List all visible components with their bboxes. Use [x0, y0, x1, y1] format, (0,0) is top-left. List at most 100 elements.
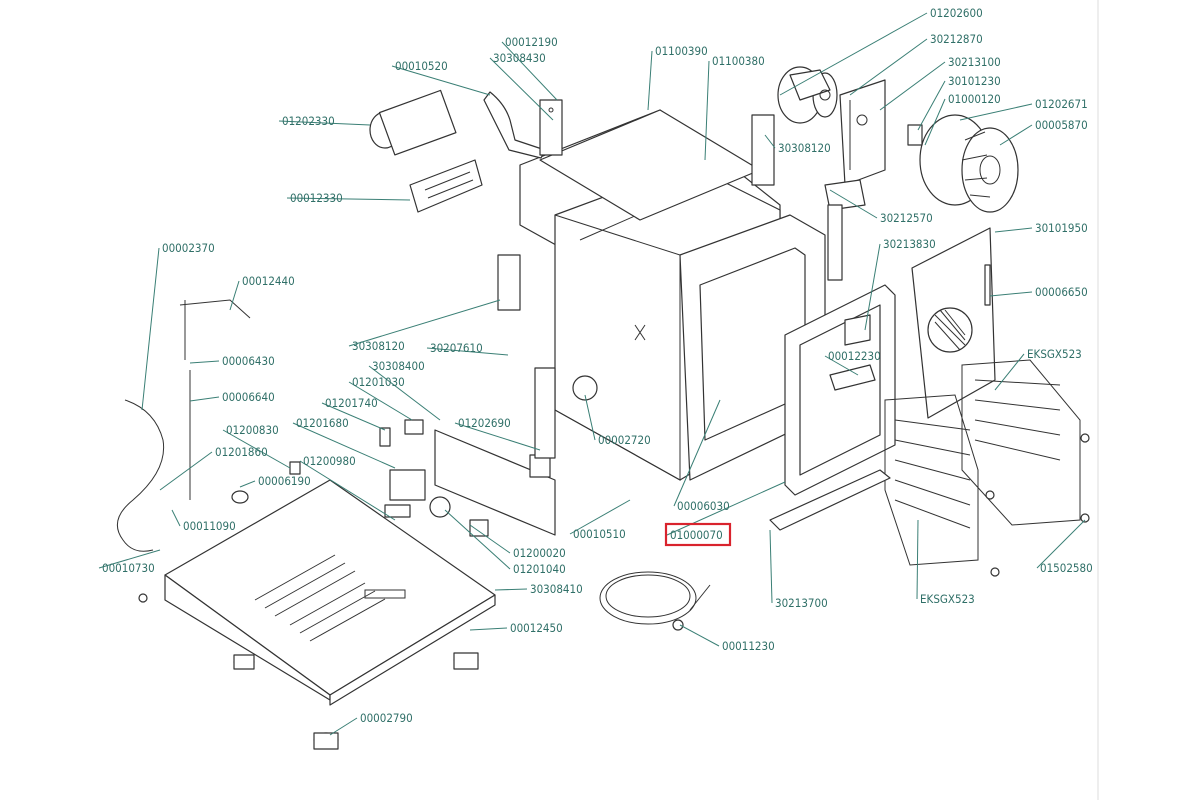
label-00010520: 00010520 [395, 59, 448, 73]
label-30101950: 30101950 [1035, 221, 1088, 235]
leader-line [391, 65, 491, 96]
leader-line [1036, 519, 1086, 569]
label-01100380: 01100380 [712, 54, 765, 68]
leader-line [348, 381, 413, 421]
label-00010510: 00010510 [573, 527, 626, 541]
leader-line [426, 347, 509, 356]
label-01100390: 01100390 [655, 44, 708, 58]
label-30213100: 30213100 [948, 55, 1001, 69]
filter-slats [424, 171, 474, 199]
leader-line [673, 399, 721, 507]
leader-line [769, 529, 773, 604]
hose-coil [599, 571, 711, 631]
leader-line [222, 429, 291, 469]
top-bracket [179, 299, 251, 319]
label-30212570: 30212570 [880, 211, 933, 225]
control-panel [379, 419, 556, 537]
label-30308120-left: 30308120 [352, 339, 405, 353]
leader-line [189, 396, 220, 402]
leader-line [189, 360, 220, 364]
label-00006190: 00006190 [258, 474, 311, 488]
leader-line [469, 627, 508, 631]
leader-line [824, 355, 859, 376]
label-30212870: 30212870 [930, 32, 983, 46]
label-01201860: 01201860 [215, 445, 268, 459]
thermostat-bracket [829, 314, 876, 391]
leader-line [98, 549, 161, 569]
ring [231, 490, 249, 504]
side-bracket-mid [534, 367, 556, 459]
motor-bracket [824, 79, 886, 211]
label-00011230: 00011230 [722, 639, 775, 653]
leader-line [764, 134, 776, 149]
label-30207610: 30207610 [430, 341, 483, 355]
leader-line [569, 499, 631, 535]
label-01202671: 01202671 [1035, 97, 1088, 111]
leader-line [829, 189, 878, 219]
label-01200830: 01200830 [226, 423, 279, 437]
leader-line [286, 197, 411, 201]
leader-line [864, 243, 881, 331]
screw [1080, 433, 1090, 443]
label-00002790: 00002790 [360, 711, 413, 725]
probe-rods [184, 300, 191, 500]
label-30308410: 30308410 [530, 582, 583, 596]
label-00012230: 00012230 [828, 349, 881, 363]
leader-line [994, 353, 1025, 391]
fan-wheel [919, 114, 1019, 213]
label-01200020: 01200020 [513, 546, 566, 560]
leader-line [329, 717, 358, 736]
label-01502580: 01502580 [1040, 561, 1093, 575]
label-01202600: 01202600 [930, 6, 983, 20]
label-00006650: 00006650 [1035, 285, 1088, 299]
label-00002370: 00002370 [162, 241, 215, 255]
leader-line [229, 280, 240, 311]
leader-line [917, 80, 946, 131]
label-00012190: 00012190 [505, 35, 558, 49]
label-00006640: 00006640 [222, 390, 275, 404]
label-01202330: 01202330 [282, 114, 335, 128]
wire-harness [116, 399, 165, 552]
small-clip [289, 461, 301, 475]
leader-line [278, 120, 371, 126]
leader-line [501, 41, 558, 101]
label-30308430: 30308430 [493, 51, 546, 65]
label-00011090: 00011090 [183, 519, 236, 533]
leader-line [292, 422, 396, 469]
leader-lines [98, 12, 1086, 736]
leader-line [494, 588, 528, 591]
leader-line [348, 299, 501, 347]
leader-line [141, 247, 160, 411]
label-00006430: 00006430 [222, 354, 275, 368]
label-30308400: 30308400 [372, 359, 425, 373]
small-plate [907, 124, 923, 146]
leader-line [368, 365, 441, 421]
leader-line [916, 519, 919, 600]
door-trim-bar [769, 469, 891, 531]
leader-line [989, 291, 1033, 297]
label-30213700: 30213700 [775, 596, 828, 610]
leader-line [704, 60, 710, 161]
side-bracket-right [751, 114, 775, 186]
filter-panel [409, 159, 483, 213]
leader-line [779, 12, 928, 96]
rear-fan-panel [911, 227, 996, 419]
leader-line [489, 57, 554, 121]
label-01202690: 01202690 [458, 416, 511, 430]
label-00012450: 00012450 [510, 621, 563, 635]
label-30213830: 30213830 [883, 237, 936, 251]
lamp-assembly [369, 89, 457, 156]
leader-line [879, 61, 946, 111]
label-01201030: 01201030 [352, 375, 405, 389]
side-bracket-left [497, 254, 521, 311]
leader-line [444, 509, 511, 570]
small-grommet [138, 593, 148, 603]
screw [985, 490, 995, 500]
side-bracket-far [827, 204, 843, 281]
leader-line [299, 460, 396, 521]
feet [233, 652, 479, 750]
oven-racks [884, 359, 1081, 566]
heater-plug [572, 375, 598, 401]
